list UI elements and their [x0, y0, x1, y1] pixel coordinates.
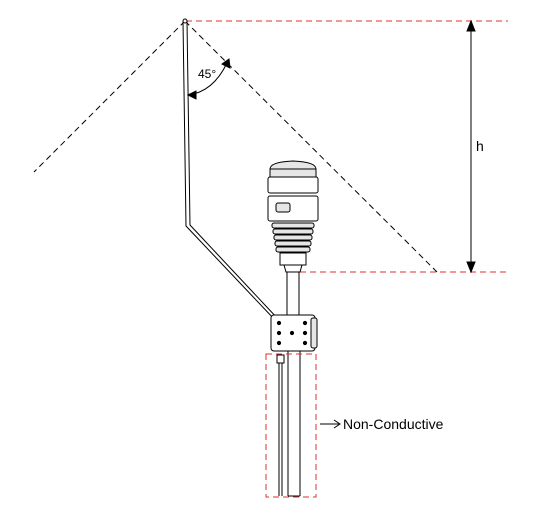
- zone-pointer-arrow: [320, 419, 341, 429]
- weather-station-sensor-icon: [267, 160, 319, 273]
- down-conductor-wire: [276, 354, 285, 496]
- mounting-bracket-icon: [270, 314, 318, 352]
- height-dimension-arrow: [466, 19, 476, 274]
- cone-left-line: [33, 20, 186, 173]
- non-conductive-zone: [265, 353, 317, 498]
- angle-indicator: [186, 58, 231, 100]
- height-label: h: [476, 138, 484, 154]
- non-conductive-label: Non-Conductive: [343, 416, 444, 432]
- angle-label: 45°: [198, 67, 216, 81]
- protection-cone: [33, 20, 438, 273]
- height-reference-lines: [186, 20, 508, 273]
- lightning-rod: [182, 18, 280, 321]
- mounting-pole: [286, 272, 301, 497]
